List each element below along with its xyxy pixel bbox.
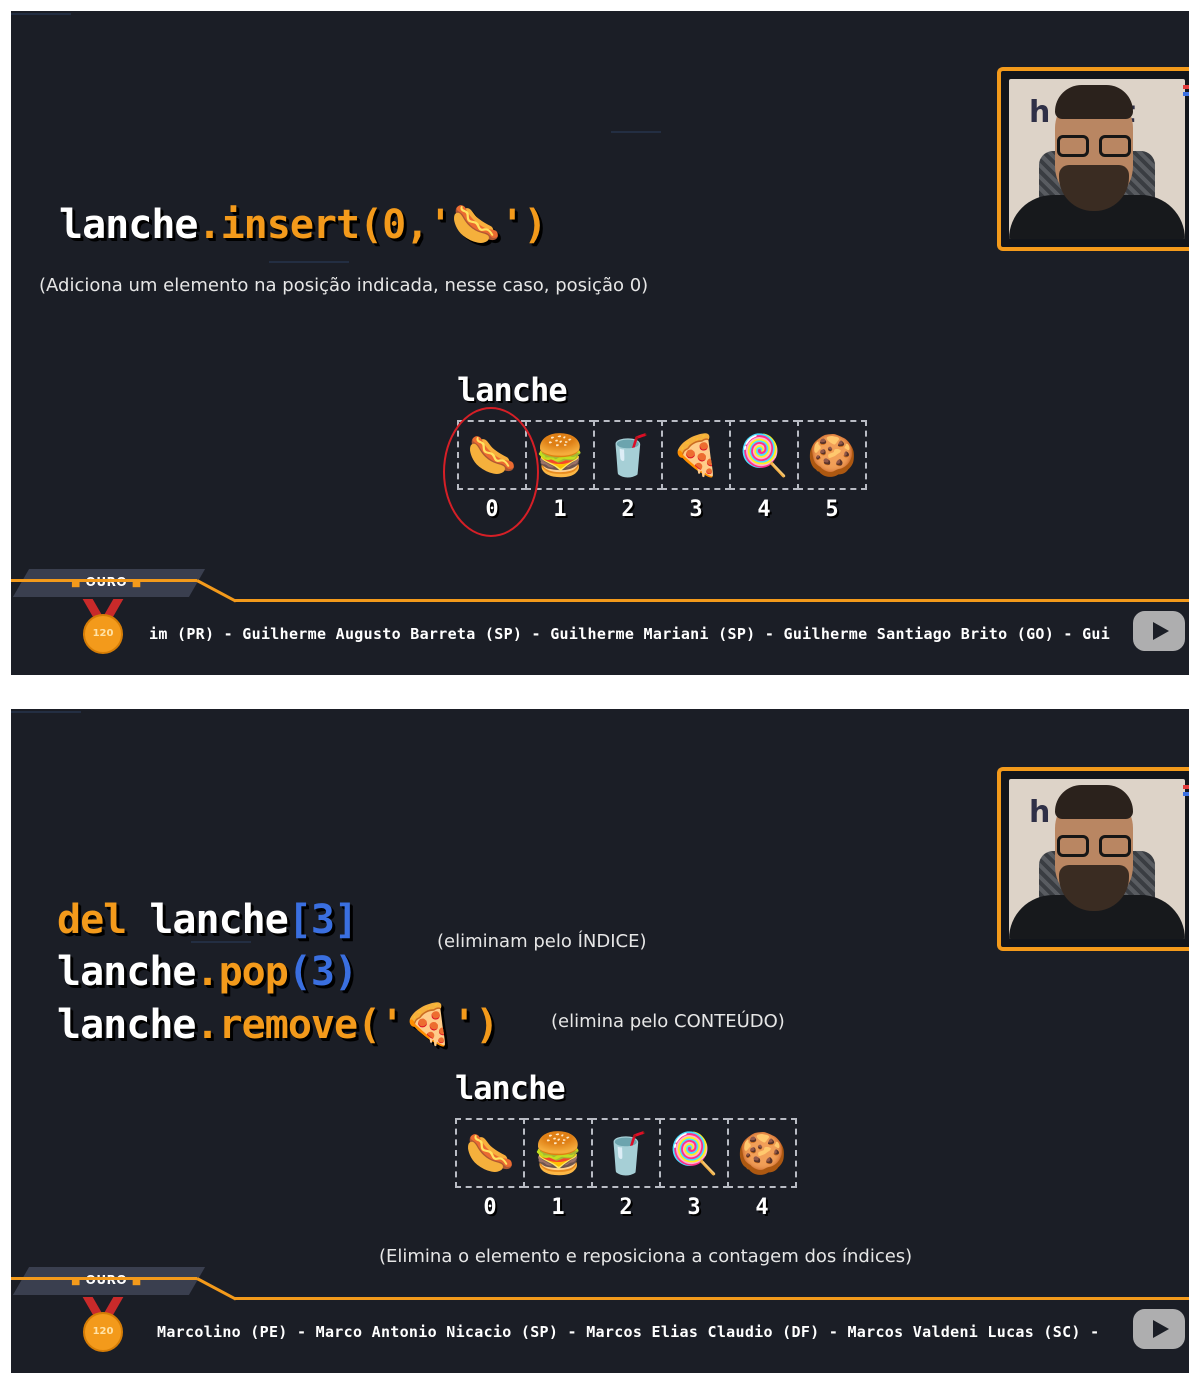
caption-insert: (Adiciona um elemento na posição indicad…	[39, 275, 649, 296]
webcam-overlay: h	[997, 767, 1189, 951]
code-pop: lanche.pop(3)	[57, 949, 358, 995]
presenter-glasses	[1057, 135, 1133, 157]
presenter-hair	[1055, 785, 1133, 819]
index-label: 5	[825, 497, 839, 522]
decor-streak	[611, 131, 661, 133]
youtube-play-icon[interactable]	[1133, 1309, 1185, 1349]
index-label: 2	[619, 1195, 633, 1220]
code-object: lanche	[59, 202, 198, 248]
tier-text: OURO	[85, 1273, 128, 1287]
presenter-video: h	[1009, 779, 1185, 939]
ticker-line-right	[235, 599, 1189, 602]
supporters-ticker: Marcolino (PE) - Marco Antonio Nicacio (…	[157, 1323, 1100, 1341]
presenter-hair	[1055, 85, 1133, 119]
code-dot: .	[195, 1002, 220, 1048]
code-index: [3]	[287, 897, 358, 943]
index-label: 3	[687, 1195, 701, 1220]
code-insert: lanche.insert(0,'🌭')	[59, 201, 547, 248]
code-dot: .	[197, 202, 222, 248]
presenter-glasses	[1057, 835, 1133, 857]
code-object: lanche	[57, 1002, 196, 1048]
rec-indicator	[1183, 785, 1189, 799]
tier-text: OURO	[85, 575, 128, 589]
medal-icon: 120	[83, 1312, 123, 1352]
cell-burger: 🍔	[523, 1118, 593, 1188]
ticker-line-slant	[196, 579, 237, 603]
array-title: lanche	[455, 1069, 566, 1107]
brand-letters-left: h	[1029, 795, 1051, 830]
caption-by-index: (eliminam pelo ÍNDICE)	[437, 931, 647, 952]
code-keyword: del	[57, 897, 127, 943]
index-label: 1	[551, 1195, 565, 1220]
code-method: pop	[218, 949, 289, 995]
cell-drink: 🥤	[591, 1118, 661, 1188]
cell-popsicle: 🍭	[729, 420, 799, 490]
highlight-circle	[443, 407, 539, 537]
ticker-line-left	[11, 1277, 197, 1280]
cell-popsicle: 🍭	[659, 1118, 729, 1188]
index-label: 3	[689, 497, 703, 522]
code-args: ('🍕')	[357, 1002, 499, 1048]
code-args: (0,'🌭')	[359, 202, 547, 248]
ticker-line-right	[235, 1297, 1189, 1300]
youtube-play-icon[interactable]	[1133, 611, 1185, 651]
presenter-video: h t	[1009, 79, 1185, 239]
code-remove: lanche.remove('🍕')	[57, 1001, 499, 1048]
index-label: 0	[483, 1195, 497, 1220]
array-cells: 🌭 🍔 🥤 🍭 🍪	[455, 1118, 797, 1188]
rec-indicator	[1183, 85, 1189, 99]
code-method: insert	[220, 202, 360, 248]
brand-letters-left: h	[1029, 95, 1051, 130]
decor-streak	[11, 711, 81, 713]
cell-cookie: 🍪	[797, 420, 867, 490]
code-object: lanche	[57, 949, 196, 995]
code-args: (3)	[287, 949, 358, 995]
code-method: remove	[218, 1002, 358, 1048]
caption-by-content: (elimina pelo CONTEÚDO)	[551, 1011, 785, 1032]
decor-streak	[269, 261, 349, 263]
code-del: del lanche[3]	[57, 897, 358, 943]
video-frame-insert: h t lanche.insert(0,'🌭') (Adiciona um el…	[11, 11, 1189, 675]
cell-burger: 🍔	[525, 420, 595, 490]
code-dot: .	[195, 949, 220, 995]
tier-label: ■ OURO ■	[71, 575, 142, 589]
webcam-overlay: h t	[997, 67, 1189, 251]
medal-icon: 120	[83, 614, 123, 654]
index-label: 2	[621, 497, 635, 522]
supporters-ticker: im (PR) - Guilherme Augusto Barreta (SP)…	[149, 625, 1111, 643]
cell-hotdog: 🌭	[455, 1118, 525, 1188]
caption-reindex: (Elimina o elemento e reposiciona a cont…	[379, 1246, 913, 1267]
tier-label: ■ OURO ■	[71, 1273, 142, 1287]
ticker-line-slant	[196, 1277, 237, 1301]
index-label: 4	[757, 497, 771, 522]
decor-streak	[11, 13, 71, 15]
video-frame-delete: h del lanche[3] lanche.pop(3) lanche.rem…	[11, 709, 1189, 1373]
cell-drink: 🥤	[593, 420, 663, 490]
decor-streak	[191, 941, 251, 943]
index-label: 1	[553, 497, 567, 522]
cell-cookie: 🍪	[727, 1118, 797, 1188]
code-object: lanche	[149, 897, 288, 943]
ticker-line-left	[11, 579, 197, 582]
array-title: lanche	[457, 371, 568, 409]
index-label: 4	[755, 1195, 769, 1220]
cell-pizza: 🍕	[661, 420, 731, 490]
